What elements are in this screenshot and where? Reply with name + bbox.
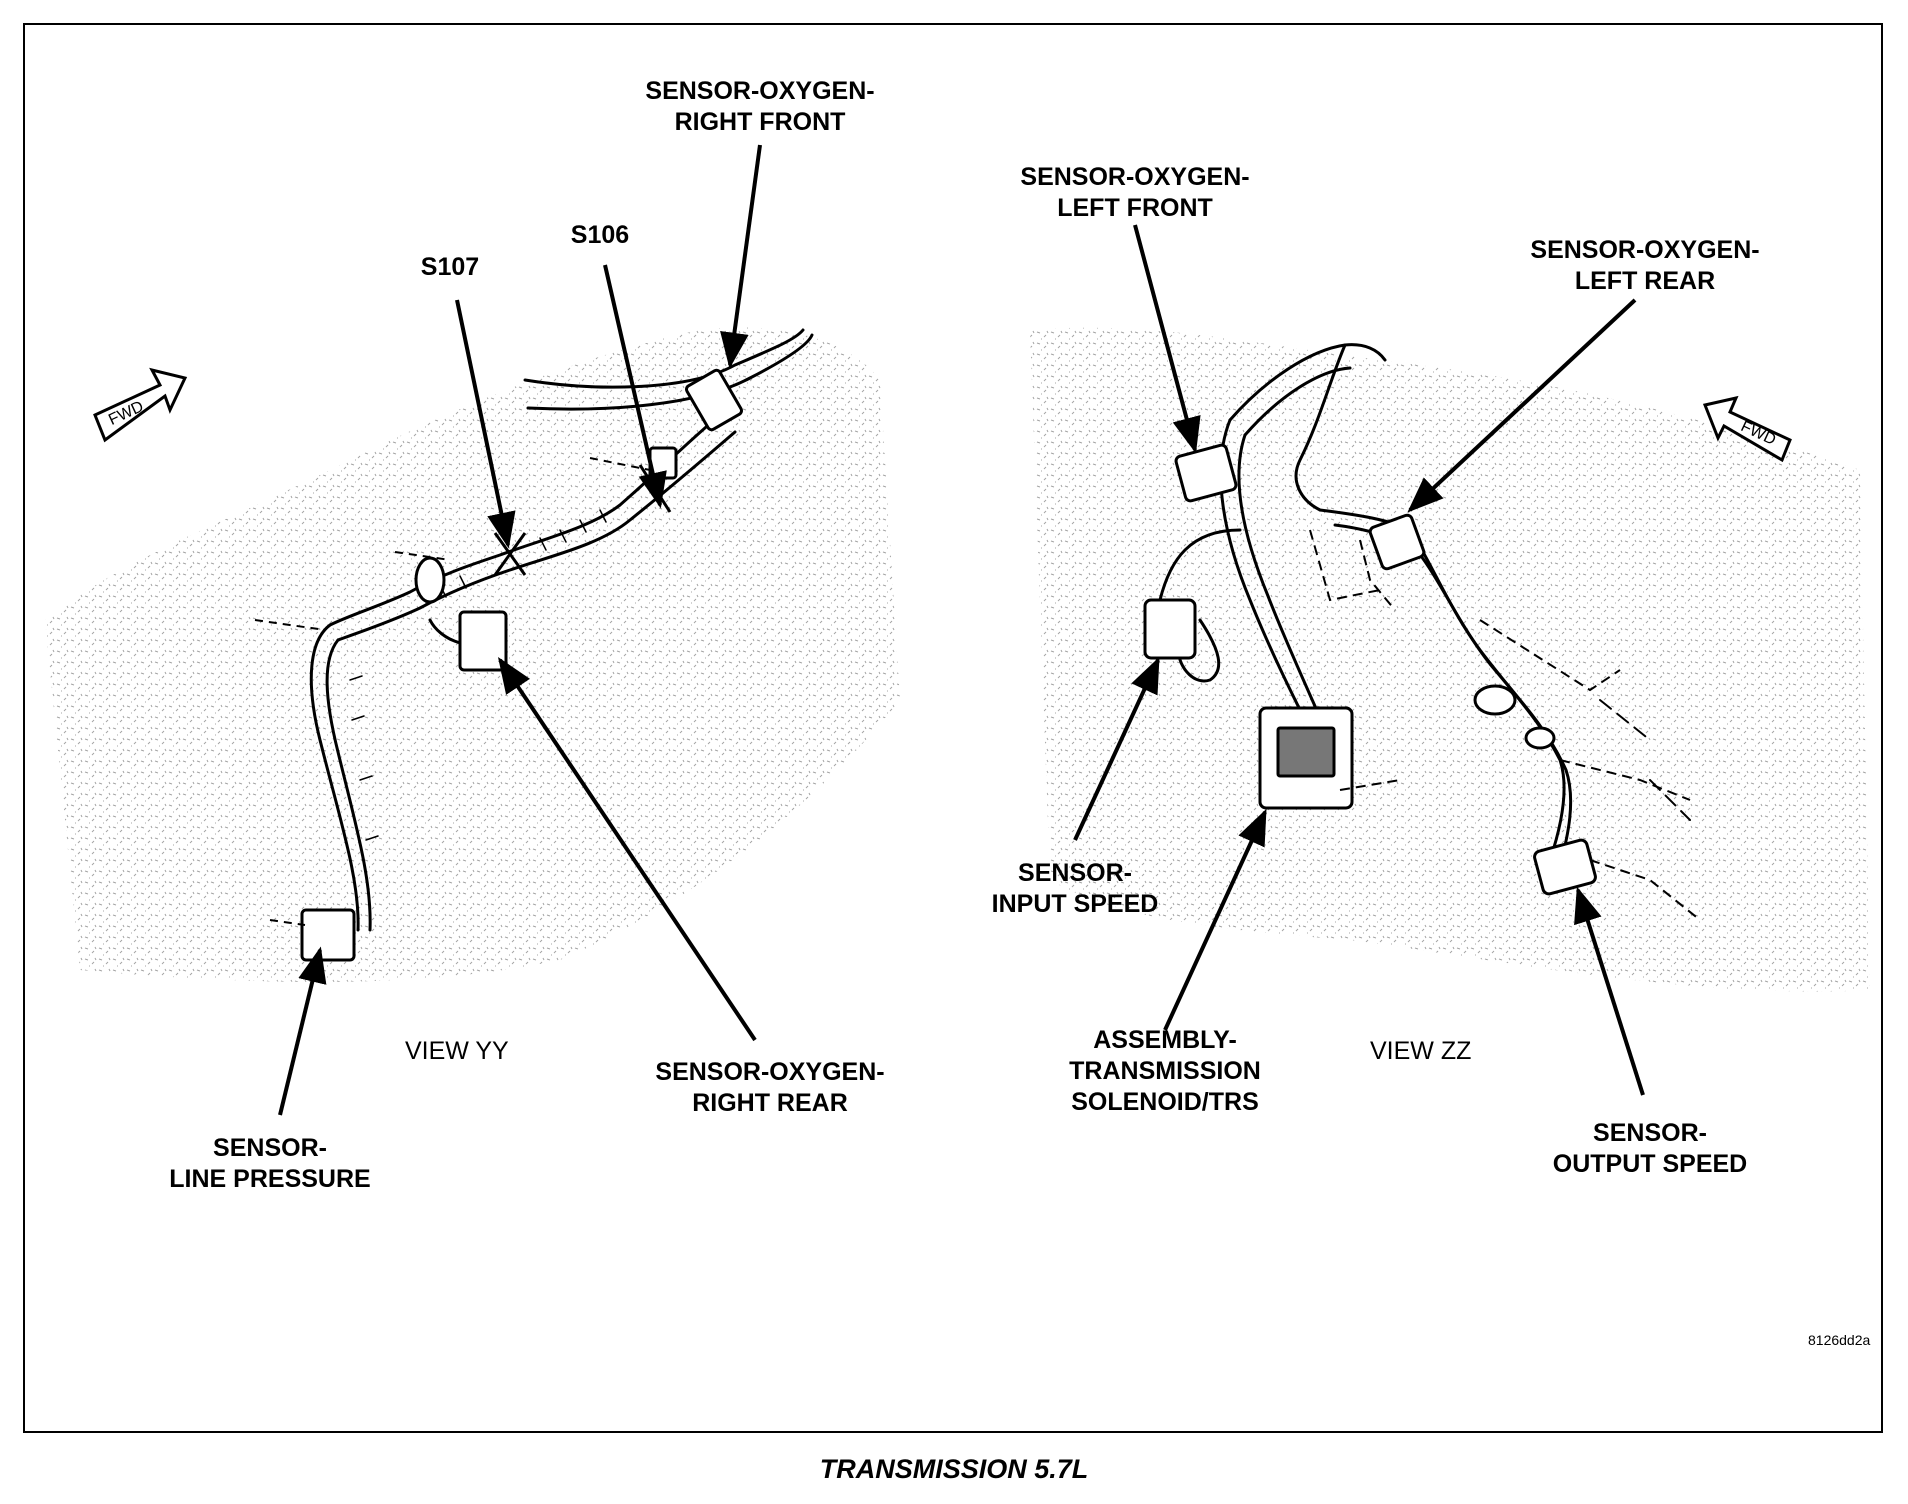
label-oxygen-right-rear: SENSOR-OXYGEN- RIGHT REAR [655,1058,885,1117]
fwd-arrow-icon [1702,395,1792,463]
connector-icon [1143,443,1597,896]
label-s107: S107 [420,253,480,281]
fwd-arrow-icon [93,367,188,443]
label-input-speed: SENSOR- INPUT SPEED [991,859,1159,918]
label-arrows [278,144,1645,1116]
label-view-zz: VIEW ZZ [1370,1037,1472,1065]
label-view-yy: VIEW YY [405,1037,509,1065]
diagram-frame [23,23,1883,1433]
dashed-leaders-left [254,457,651,926]
dashed-leaders-right [1309,529,1701,921]
figure-caption: TRANSMISSION 5.7L [819,1454,1089,1484]
label-line-pressure: SENSOR- LINE PRESSURE [169,1134,371,1193]
label-oxygen-left-rear: SENSOR-OXYGEN- LEFT REAR [1530,236,1760,295]
label-oxygen-left-front: SENSOR-OXYGEN- LEFT FRONT [1020,163,1250,222]
figure-reference: 8126dd2a [1808,1332,1871,1348]
label-solenoid-trs: ASSEMBLY- TRANSMISSION SOLENOID/TRS [1069,1026,1261,1116]
label-output-speed: SENSOR- OUTPUT SPEED [1552,1119,1748,1178]
label-oxygen-right-front: SENSOR-OXYGEN- RIGHT FRONT [645,77,875,136]
label-s106: S106 [570,221,630,249]
